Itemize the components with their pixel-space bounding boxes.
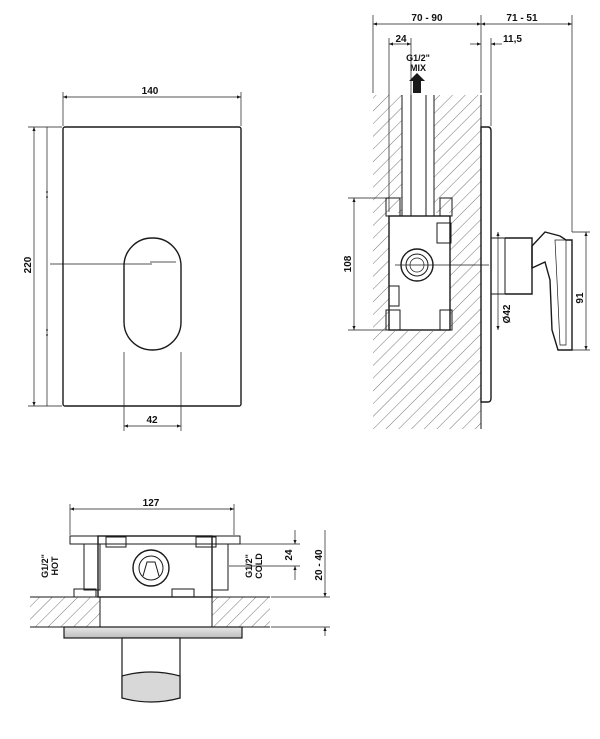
handle-slot bbox=[123, 237, 182, 351]
front-view: 140 220 42 bbox=[23, 86, 242, 431]
bottom-depth-24-label: 24 bbox=[284, 549, 295, 561]
valve-body bbox=[388, 215, 451, 331]
front-handle-width-label: 42 bbox=[146, 415, 158, 426]
mix-thread-label: G1/2" bbox=[406, 53, 430, 63]
side-offset-label: 11,5 bbox=[503, 34, 522, 45]
cover-plate bbox=[62, 126, 242, 407]
bottom-width-label: 127 bbox=[143, 498, 160, 509]
side-plate bbox=[480, 126, 492, 403]
bottom-wall-range-label: 20 - 40 bbox=[314, 549, 325, 581]
side-diameter-label: Ø42 bbox=[502, 304, 513, 323]
bottom-port bbox=[132, 549, 170, 587]
bottom-plate bbox=[63, 626, 243, 639]
hot-thread-label: G1/2" bbox=[40, 554, 50, 578]
side-depth-24-label: 24 bbox=[395, 34, 407, 45]
side-projection-range-label: 71 - 51 bbox=[506, 13, 538, 24]
side-lever-height-label: 91 bbox=[575, 292, 586, 304]
bottom-valve-body bbox=[97, 535, 213, 598]
hot-label: HOT bbox=[50, 556, 60, 576]
front-width-label: 140 bbox=[142, 86, 159, 97]
side-view: 70 - 90 71 - 51 24 11,5 G1/2" MIX 108 Ø4… bbox=[343, 13, 590, 429]
side-depth-range-label: 70 - 90 bbox=[411, 13, 443, 24]
mix-label: MIX bbox=[410, 63, 426, 73]
lever-profile bbox=[531, 231, 573, 351]
side-body-height-label: 108 bbox=[343, 255, 354, 272]
bottom-view: 127 G1/2" HOT G1/2" COLD 24 20 - 40 bbox=[30, 498, 330, 703]
front-height-label: 220 bbox=[23, 256, 34, 273]
flow-arrow-icon bbox=[409, 73, 425, 93]
